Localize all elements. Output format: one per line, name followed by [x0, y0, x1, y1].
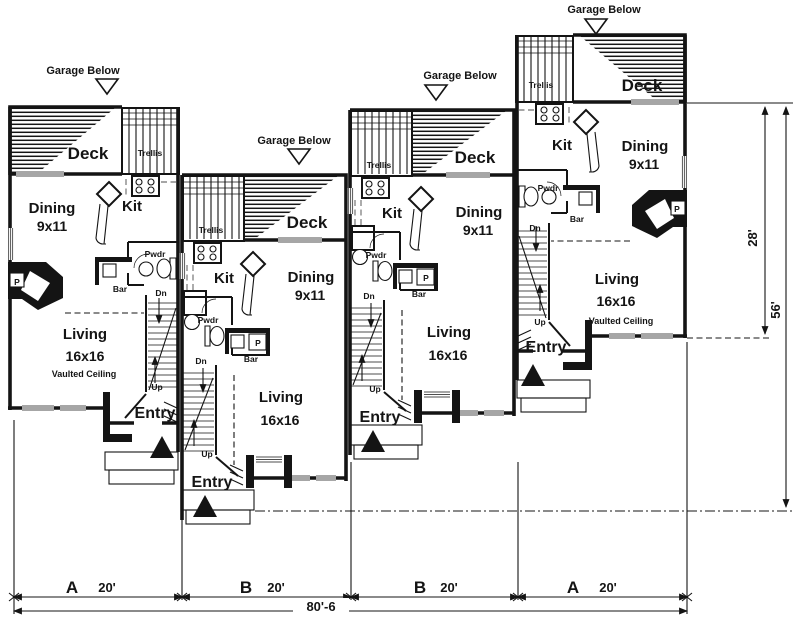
unit-1-letter: A	[66, 578, 78, 597]
unit-4-garage-below-icon	[584, 18, 608, 35]
unit-2-down-label: Dn	[195, 356, 206, 366]
unit-3-dining-label: Dining	[456, 204, 503, 221]
unit-1-entry-label: Entry	[135, 405, 176, 422]
unit-4-living-label: Living	[595, 271, 639, 288]
unit-1-dining-size: 9x11	[37, 218, 68, 234]
unit-1-garage-below-icon	[95, 78, 119, 95]
dim-label-total: 80'-6	[306, 599, 335, 614]
unit-3-letter: B	[414, 578, 426, 597]
unit-3-dining-size: 9x11	[463, 222, 494, 238]
unit-4-bar-label: Bar	[570, 214, 585, 224]
unit-4-up-label: Up	[534, 317, 545, 327]
unit-1-width: 20'	[98, 580, 116, 595]
unit-1-living-size: 16x16	[66, 348, 105, 364]
dimension-annotations: 28' 56' A 20' B 20' B 20' A 20' 80'-6	[8, 102, 793, 615]
unit-4-letter: A	[567, 578, 579, 597]
unit-3-bar-label: Bar	[412, 289, 427, 299]
unit-1-garage-below-label: Garage Below	[46, 65, 120, 77]
unit-3-up-label: Up	[369, 384, 380, 394]
unit-3-living-size: 16x16	[429, 347, 468, 363]
unit-1-vaulted-label: Vaulted Ceiling	[52, 369, 117, 379]
unit-4-dining-size: 9x11	[629, 156, 660, 172]
unit-4-dining-label: Dining	[622, 138, 669, 155]
unit-4-powder-label: Pwdr	[538, 183, 559, 193]
unit-2-width: 20'	[267, 580, 285, 595]
unit-4-trellis-label: Trellis	[529, 80, 554, 90]
unit-3-garage-below-icon	[424, 84, 448, 101]
unit-3-trellis-label: Trellis	[367, 160, 392, 170]
unit-4-down-label: Dn	[529, 223, 540, 233]
unit-2-up-label: Up	[201, 449, 212, 459]
unit-1-down-label: Dn	[155, 288, 166, 298]
dim-label-28ft: 28'	[745, 229, 760, 247]
unit-4-living-size: 16x16	[597, 293, 636, 309]
unit-2-plan: Garage Below Trellis Deck Kit Dining 9x1…	[180, 135, 346, 524]
dim-total-label-backing	[293, 598, 349, 613]
unit-2-living-size: 16x16	[261, 412, 300, 428]
unit-1-bar-label: Bar	[113, 284, 128, 294]
unit-1-fireplace-label: P	[14, 277, 20, 287]
unit-2-dining-label: Dining	[288, 269, 335, 286]
unit-1-trellis-label: Trellis	[138, 148, 163, 158]
unit-4-width: 20'	[599, 580, 617, 595]
unit-4-plan: Garage Below Trellis Deck Kit Dining 9x1…	[516, 4, 688, 412]
unit-2-powder-label: Pwdr	[198, 315, 219, 325]
unit-4-kitchen-label: Kit	[552, 137, 572, 154]
unit-2-kitchen-label: Kit	[214, 270, 234, 287]
unit-4-vaulted-label: Vaulted Ceiling	[589, 316, 654, 326]
unit-4-deck-label: Deck	[622, 76, 663, 95]
unit-1-dining-label: Dining	[29, 200, 76, 217]
unit-2-dining-size: 9x11	[295, 287, 326, 303]
unit-2-bar-label: Bar	[244, 354, 259, 364]
unit-1-deck-label: Deck	[68, 144, 109, 163]
unit-4-entry-label: Entry	[526, 339, 567, 356]
unit-4-garage-below-label: Garage Below	[567, 4, 641, 16]
unit-3-pantry-label: P	[423, 273, 429, 283]
unit-3-down-label: Dn	[363, 291, 374, 301]
unit-1-living-label: Living	[63, 326, 107, 343]
unit-2-garage-below-icon	[287, 148, 311, 165]
unit-1-plan: Garage Below Deck Trellis Dining 9x11 Ki…	[8, 65, 180, 484]
unit-3-plan: Garage Below Trellis Deck Kit Dining 9x1…	[348, 70, 514, 459]
unit-1-kitchen-label: Kit	[122, 198, 142, 215]
unit-2-garage-below-label: Garage Below	[257, 135, 331, 147]
unit-3-kitchen-label: Kit	[382, 205, 402, 222]
unit-1-powder-label: Pwdr	[145, 249, 166, 259]
unit-1-up-label: Up	[151, 382, 162, 392]
dim-label-56ft: 56'	[768, 301, 783, 319]
unit-3-entry-label: Entry	[360, 409, 401, 426]
unit-2-pantry-label: P	[255, 338, 261, 348]
unit-2-deck-label: Deck	[287, 213, 328, 232]
unit-4-fireplace-label: P	[674, 204, 680, 214]
unit-2-entry-label: Entry	[192, 474, 233, 491]
unit-3-width: 20'	[440, 580, 458, 595]
unit-2-trellis-label: Trellis	[199, 225, 224, 235]
unit-3-deck-label: Deck	[455, 148, 496, 167]
unit-1-geometry	[8, 107, 180, 484]
unit-3-living-label: Living	[427, 324, 471, 341]
unit-3-garage-below-label: Garage Below	[423, 70, 497, 82]
unit-2-living-label: Living	[259, 389, 303, 406]
unit-2-letter: B	[240, 578, 252, 597]
unit-3-powder-label: Pwdr	[366, 250, 387, 260]
